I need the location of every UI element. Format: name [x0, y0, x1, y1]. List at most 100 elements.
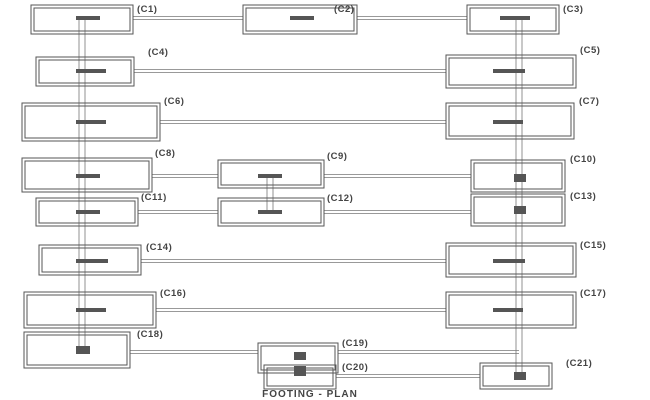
footing-label: (C20)	[342, 362, 368, 373]
footings: (C1)(C2)(C3)(C4)(C5)(C6)(C7)(C8)(C9)(C10…	[21, 4, 606, 390]
column-mark	[76, 174, 100, 178]
column-mark	[514, 372, 526, 380]
footing-inner-outline	[26, 294, 154, 326]
footing-label: (C1)	[137, 4, 157, 15]
column-mark	[76, 16, 100, 20]
column-mark	[493, 259, 525, 263]
footing-outline	[466, 4, 560, 35]
footing-outline	[242, 4, 358, 35]
footing-label: (C4)	[148, 47, 168, 58]
footing-inner-outline	[473, 162, 563, 190]
footing-label: (C5)	[580, 45, 600, 56]
footing-label: (C9)	[327, 151, 347, 162]
footing-outline	[445, 54, 577, 89]
footing-c9: (C9)	[217, 151, 347, 189]
footing-label: (C21)	[566, 358, 592, 369]
footing-c11: (C11)	[35, 192, 167, 227]
footing-label: (C17)	[580, 288, 606, 299]
beam-c2-c3	[357, 16, 467, 20]
footing-label: (C19)	[342, 338, 368, 349]
beam-c9-c12	[266, 176, 274, 212]
footing-label: (C7)	[579, 96, 599, 107]
column-mark	[514, 174, 526, 182]
column-mark	[500, 16, 530, 20]
footing-c5: (C5)	[445, 45, 600, 89]
footing-c13: (C13)	[470, 191, 596, 227]
footing-c1: (C1)	[30, 4, 157, 35]
footing-outline	[217, 159, 325, 189]
footing-inner-outline	[448, 105, 572, 137]
footing-inner-outline	[38, 59, 132, 84]
column-mark	[76, 308, 106, 312]
column-mark	[493, 308, 523, 312]
footing-c2: (C2)	[242, 4, 358, 35]
footing-label: (C11)	[141, 192, 167, 203]
footing-outline	[35, 197, 139, 227]
footing-c21: (C21)	[479, 358, 592, 390]
footing-label: (C14)	[146, 242, 172, 253]
footing-label: (C3)	[563, 4, 583, 15]
footing-c4: (C4)	[35, 47, 168, 87]
footing-inner-outline	[41, 247, 139, 273]
footing-outline	[38, 244, 142, 276]
footing-inner-outline	[220, 162, 322, 186]
footing-outline	[35, 56, 135, 87]
beam-c19-c21	[338, 350, 519, 354]
footing-c6: (C6)	[21, 96, 184, 142]
tie-beams	[78, 16, 523, 378]
footing-outline	[263, 364, 337, 390]
footing-outline	[23, 291, 157, 329]
beam-c18-c19	[130, 350, 258, 354]
footing-outline	[217, 197, 325, 227]
footing-inner-outline	[448, 245, 574, 275]
left-vertical-beam	[78, 18, 86, 352]
footing-outline	[445, 242, 577, 278]
footing-outline	[445, 102, 575, 140]
footing-inner-outline	[245, 7, 355, 32]
footing-inner-outline	[24, 105, 158, 139]
footing-inner-outline	[482, 365, 550, 387]
footing-outline	[470, 193, 566, 227]
footing-label: (C16)	[160, 288, 186, 299]
beam-c6-c7	[160, 120, 446, 124]
column-mark	[290, 16, 314, 20]
footing-inner-outline	[26, 334, 128, 366]
footing-inner-outline	[473, 196, 563, 224]
column-mark	[294, 366, 306, 376]
footing-inner-outline	[220, 200, 322, 224]
beam-c9-c10	[324, 174, 471, 178]
footing-c16: (C16)	[23, 288, 186, 329]
footing-outline	[21, 157, 153, 193]
column-mark	[76, 346, 90, 354]
column-mark	[76, 210, 100, 214]
column-mark	[514, 206, 526, 214]
column-mark	[76, 69, 106, 73]
beam-c12-c13	[324, 210, 471, 214]
footing-outline	[30, 4, 134, 35]
column-mark	[493, 120, 523, 124]
footing-c17: (C17)	[445, 288, 606, 329]
footing-outline	[21, 102, 161, 142]
footing-c7: (C7)	[445, 96, 599, 140]
footing-c12: (C12)	[217, 193, 353, 227]
column-mark	[76, 259, 108, 263]
footing-label: (C12)	[327, 193, 353, 204]
column-mark	[294, 352, 306, 360]
footing-outline	[445, 291, 577, 329]
beam-c16-c17	[156, 308, 446, 312]
footing-label: (C6)	[164, 96, 184, 107]
beam-c8-c9	[152, 174, 218, 178]
footing-inner-outline	[24, 160, 150, 190]
footing-c3: (C3)	[466, 4, 583, 35]
footing-outline	[23, 331, 131, 369]
footing-inner-outline	[448, 294, 574, 326]
column-mark	[258, 174, 282, 178]
footing-label: (C13)	[570, 191, 596, 202]
footing-c20: (C20)	[263, 362, 368, 390]
footing-label: (C10)	[570, 154, 596, 165]
footing-c10: (C10)	[470, 154, 596, 193]
footing-inner-outline	[469, 7, 557, 32]
footing-c15: (C15)	[445, 240, 606, 278]
footing-c18: (C18)	[23, 329, 163, 369]
